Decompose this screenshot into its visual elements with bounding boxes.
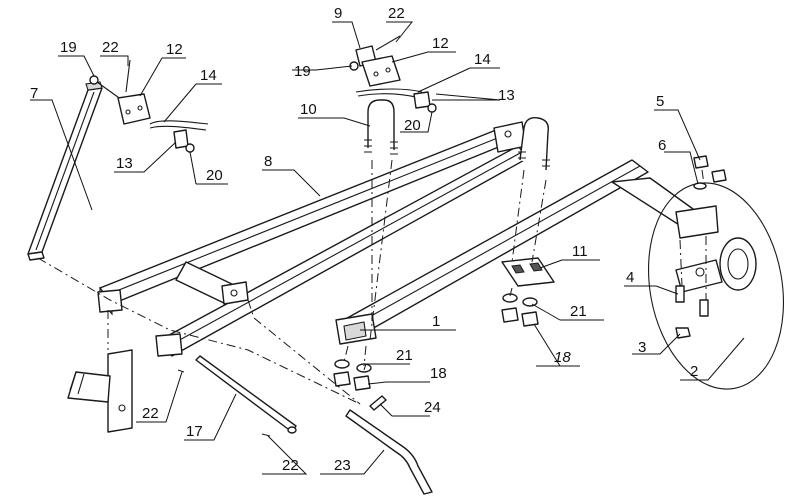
- pins-lower: [177, 369, 387, 437]
- callout-labels: 7 19 22 12 14 13 20 8 9 22 19 12 14 13 2…: [30, 5, 698, 474]
- part-8-main-frame: [97, 121, 529, 357]
- callout-12: 12: [432, 35, 449, 52]
- callout-22: 22: [388, 5, 405, 22]
- callout-14: 14: [474, 51, 491, 68]
- callout-17: 17: [186, 423, 203, 440]
- lower-hitch-bracket: [67, 349, 133, 433]
- callout-12: 12: [166, 41, 183, 58]
- callout-7: 7: [30, 85, 38, 102]
- bolt-4b: [699, 299, 709, 317]
- callout-14: 14: [200, 67, 217, 84]
- nuts-washers-left: [333, 359, 372, 391]
- callout-22: 22: [102, 39, 119, 56]
- center-hitch-group: [349, 35, 437, 113]
- nuts-washers-right: [501, 293, 539, 327]
- assembly-lines: [37, 159, 707, 405]
- callout-21: 21: [396, 347, 413, 364]
- part-2-disc-wheel: [647, 182, 785, 390]
- callout-23: 23: [334, 457, 351, 474]
- part-23-handle: [345, 409, 433, 495]
- plate-13-center: [413, 91, 431, 109]
- plate-13-left: [173, 129, 189, 149]
- callout-5: 5: [656, 93, 664, 110]
- nuts-5-washers-6: [693, 155, 727, 190]
- u-bolt-rear: [518, 117, 550, 171]
- bolt-18-left: [89, 75, 99, 85]
- nut-19-left: [185, 143, 195, 153]
- callout-4: 4: [626, 269, 634, 286]
- bolt-4a: [675, 285, 685, 303]
- u-bolt-10: [364, 99, 398, 155]
- callout-11: 11: [572, 243, 588, 260]
- callout-21: 21: [570, 303, 587, 320]
- clip-14-left: [149, 120, 209, 131]
- callout-19: 20: [404, 117, 421, 134]
- callout-19: 20: [206, 167, 223, 184]
- callout-10: 10: [300, 101, 317, 118]
- nut-3: [675, 327, 691, 339]
- callout-18: 19: [60, 39, 77, 56]
- left-hitch-bracket-group: [89, 59, 209, 153]
- callout-8: 8: [264, 153, 272, 170]
- pin-22-center: [375, 35, 401, 51]
- nut-19-center: [427, 103, 437, 113]
- leader-lines: [30, 21, 745, 475]
- callout-24: 24: [424, 399, 441, 416]
- callout-18: 19: [294, 63, 311, 80]
- callout-6: 6: [658, 137, 666, 154]
- callout-1: 1: [432, 313, 440, 330]
- callout-9: 9: [334, 5, 342, 22]
- callout-22: 22: [142, 405, 159, 422]
- callout-13: 13: [498, 87, 515, 104]
- plate-12-left: [117, 93, 151, 125]
- callout-20: 18: [430, 365, 447, 382]
- part-11-clamp-plate: [501, 257, 555, 287]
- part-7-support-bar: [27, 81, 103, 261]
- callout-20: 18: [554, 349, 571, 366]
- clip-14-center: [355, 88, 423, 99]
- plate-12-center: [361, 55, 401, 87]
- pin-22-left: [125, 59, 131, 93]
- callout-3: 3: [638, 339, 646, 356]
- callout-22: 22: [282, 457, 299, 474]
- part-1-axle-beam: [335, 159, 719, 345]
- part-17-rod: [195, 355, 297, 434]
- callout-2: 2: [690, 363, 698, 380]
- pin-24: [369, 395, 387, 411]
- callout-13: 13: [116, 155, 133, 172]
